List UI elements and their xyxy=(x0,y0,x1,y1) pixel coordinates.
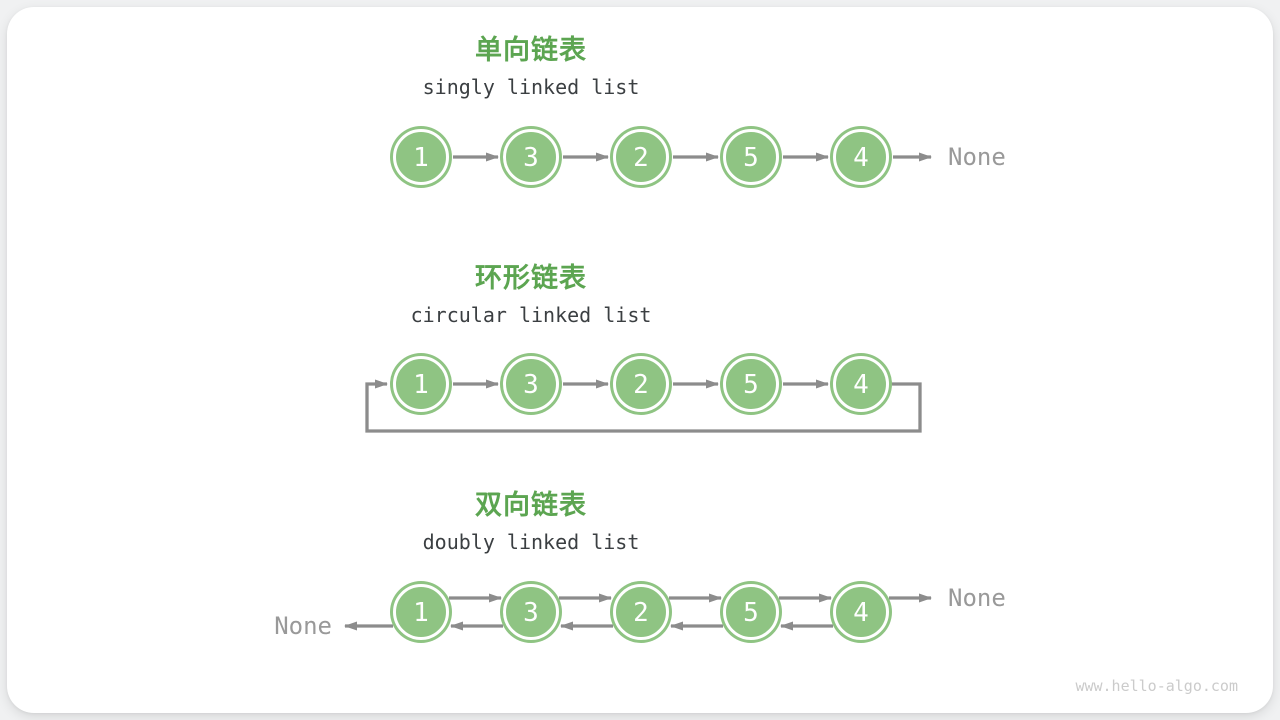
node-inner-ring xyxy=(613,129,669,185)
none-label: None xyxy=(948,143,1006,171)
node-value: 1 xyxy=(413,598,429,628)
node-circle xyxy=(830,581,892,643)
node-circle xyxy=(720,353,782,415)
node-inner-ring xyxy=(393,584,449,640)
node-circle xyxy=(500,581,562,643)
node-value: 5 xyxy=(743,370,759,400)
circular-loop-arrow xyxy=(365,379,922,433)
node-value: 4 xyxy=(853,143,869,173)
list-node: 5 xyxy=(720,126,782,188)
list-node: 3 xyxy=(500,126,562,188)
list-node: 1 xyxy=(390,353,452,415)
watermark: www.hello-algo.com xyxy=(1075,677,1238,695)
node-value: 4 xyxy=(853,598,869,628)
list-node: 4 xyxy=(830,581,892,643)
node-circle xyxy=(720,126,782,188)
node-circle xyxy=(390,581,452,643)
doubly-list-title: 双向链表 xyxy=(475,490,587,521)
node-inner-ring xyxy=(503,356,559,412)
node-circle xyxy=(830,126,892,188)
node-inner-ring xyxy=(723,129,779,185)
node-value: 5 xyxy=(743,143,759,173)
node-value: 3 xyxy=(523,370,539,400)
node-value: 1 xyxy=(413,143,429,173)
node-inner-ring xyxy=(833,356,889,412)
node-circle xyxy=(610,581,672,643)
node-inner-ring xyxy=(613,356,669,412)
list-node: 2 xyxy=(610,353,672,415)
list-node: 2 xyxy=(610,581,672,643)
node-value: 3 xyxy=(523,598,539,628)
node-value: 2 xyxy=(633,143,649,173)
singly-linked-list-diagram: None 1 3 2 5 4 xyxy=(390,126,1006,188)
list-node: 1 xyxy=(390,126,452,188)
node-inner-ring xyxy=(833,129,889,185)
node-circle xyxy=(610,353,672,415)
list-node: 2 xyxy=(610,126,672,188)
node-circle xyxy=(610,126,672,188)
list-node: 5 xyxy=(720,353,782,415)
singly-list-title: 单向链表 xyxy=(475,35,587,66)
node-circle xyxy=(390,126,452,188)
none-label: None xyxy=(274,612,332,640)
node-circle xyxy=(500,126,562,188)
list-node: 1 xyxy=(390,581,452,643)
node-inner-ring xyxy=(723,356,779,412)
node-circle xyxy=(830,353,892,415)
circular-list-title: 环形链表 xyxy=(475,263,587,294)
node-inner-ring xyxy=(393,129,449,185)
node-inner-ring xyxy=(833,584,889,640)
node-value: 4 xyxy=(853,370,869,400)
singly-list-subtitle: singly linked list xyxy=(422,75,640,99)
node-value: 1 xyxy=(413,370,429,400)
node-inner-ring xyxy=(723,584,779,640)
list-node: 3 xyxy=(500,353,562,415)
node-inner-ring xyxy=(503,129,559,185)
list-node: 3 xyxy=(500,581,562,643)
node-inner-ring xyxy=(393,356,449,412)
node-value: 2 xyxy=(633,598,649,628)
circular-linked-list-diagram: 1 3 2 5 4 xyxy=(365,353,922,433)
none-label: None xyxy=(948,584,1006,612)
doubly-list-subtitle: doubly linked list xyxy=(422,530,640,554)
list-node: 4 xyxy=(830,126,892,188)
list-node: 5 xyxy=(720,581,782,643)
node-value: 3 xyxy=(523,143,539,173)
circular-list-subtitle: circular linked list xyxy=(410,303,652,327)
node-inner-ring xyxy=(613,584,669,640)
list-node: 4 xyxy=(830,353,892,415)
node-circle xyxy=(720,581,782,643)
node-circle xyxy=(390,353,452,415)
node-value: 2 xyxy=(633,370,649,400)
node-circle xyxy=(500,353,562,415)
node-inner-ring xyxy=(503,584,559,640)
node-value: 5 xyxy=(743,598,759,628)
